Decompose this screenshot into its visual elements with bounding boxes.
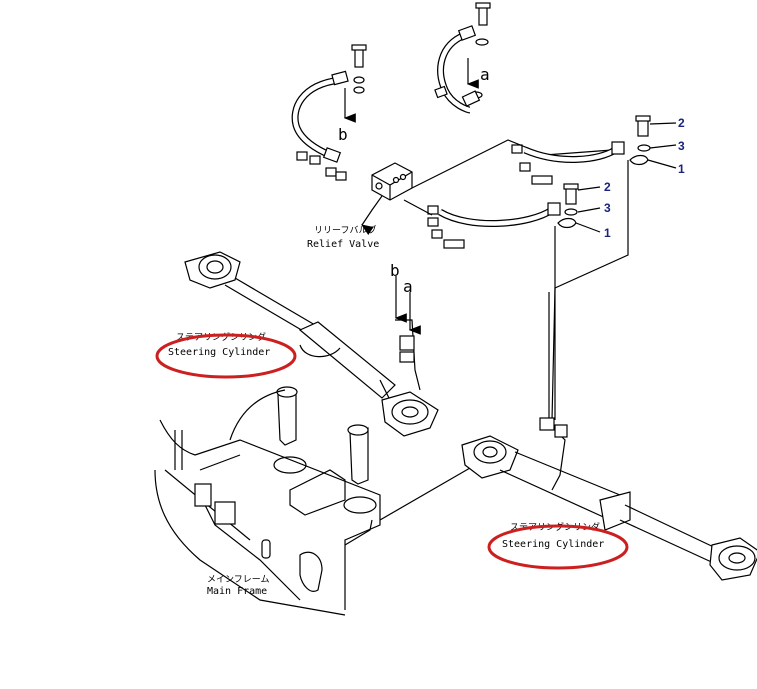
frame-pins: [273, 386, 377, 516]
vertical-tubes: [548, 160, 629, 421]
right-steering-cylinder: [461, 417, 757, 581]
mid-callout-arrows: [343, 58, 479, 335]
highlight-ring-left: [155, 333, 297, 379]
callout-b-upper: b: [338, 125, 348, 144]
main-frame: [154, 389, 471, 616]
steering-cylinder-left-label-jp: ステアリングシリンダ: [176, 331, 266, 343]
part-number-2-upper: 2: [678, 116, 685, 130]
part-number-1-lower: 1: [604, 226, 611, 240]
left-steering-cylinder: [184, 251, 439, 437]
highlight-ring-right: [487, 524, 629, 570]
relief-valve-label-jp: リリーフバルブ: [314, 224, 376, 236]
right-hoses: [403, 139, 625, 227]
callout-a-mid: a: [403, 277, 413, 296]
upper-hose-b: [291, 70, 349, 163]
main-frame-label: Main Frame: [207, 586, 267, 597]
fitting-set-lower: [557, 183, 579, 229]
steering-cylinder-left-label: Steering Cylinder: [168, 347, 270, 358]
steering-cylinder-right-label: Steering Cylinder: [502, 539, 604, 550]
part-number-3-lower: 3: [604, 201, 611, 215]
relief-valve-label: Relief Valve: [307, 239, 379, 250]
callout-a-upper: a: [480, 65, 490, 84]
upper-fittings: [296, 2, 553, 249]
main-frame-label-jp: メインフレーム: [207, 574, 269, 585]
fitting-set-upper: [629, 115, 651, 166]
part-number-1-upper: 1: [678, 162, 685, 176]
part-leaders: [575, 122, 677, 233]
relief-valve-block: [361, 162, 413, 235]
callout-b-mid: b: [390, 261, 400, 280]
part-number-2-lower: 2: [604, 180, 611, 194]
part-number-3-upper: 3: [678, 139, 685, 153]
